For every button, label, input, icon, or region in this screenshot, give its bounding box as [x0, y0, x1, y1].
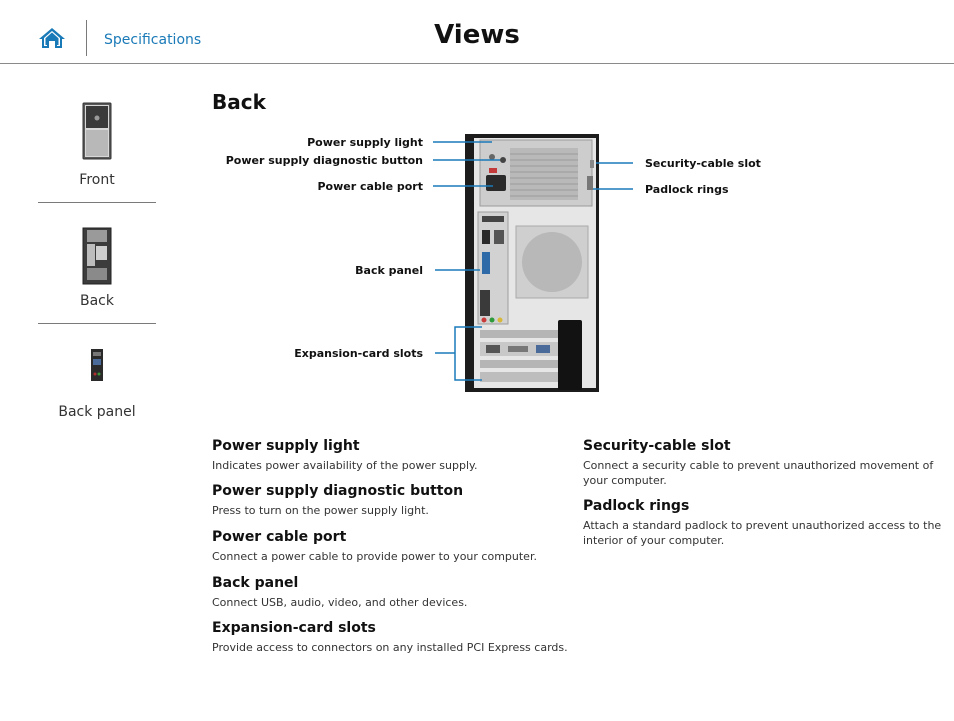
desc-title: Power supply diagnostic button [212, 483, 464, 499]
home-button[interactable] [38, 26, 66, 50]
tower-back-thumbnail [82, 227, 112, 285]
security-cable-slot [590, 160, 594, 168]
page-title: Views [434, 20, 520, 50]
callout-lines [433, 141, 633, 381]
power-supply-light [489, 154, 495, 160]
power-cable-port [486, 175, 506, 191]
sidebar-item-label: Back [80, 293, 114, 309]
sidebar-divider [38, 202, 156, 203]
desc-psu-diagnostic-button: Power supply diagnostic button Press to … [212, 483, 572, 518]
desc-title: Security-cable slot [583, 438, 731, 454]
desc-title: Expansion-card slots [212, 620, 376, 636]
tower-front-thumbnail [82, 102, 112, 160]
callout-security-cable-slot: Security-cable slot [645, 157, 761, 170]
desc-title: Back panel [212, 575, 299, 591]
psu-diagnostic-button [500, 157, 506, 163]
section-title: Back [212, 90, 266, 114]
desc-text: Indicates power availability of the powe… [212, 459, 478, 472]
desc-expansion-card-slots: Expansion-card slots Provide access to c… [212, 620, 572, 655]
expansion-card-bracket-cover [558, 320, 582, 390]
sidebar-item-front[interactable]: Front [38, 90, 156, 202]
back-panel-thumbnail [91, 349, 103, 381]
sidebar-divider [38, 323, 156, 324]
sidebar-item-back[interactable]: Back [38, 203, 156, 323]
callout-power-supply-light: Power supply light [307, 136, 423, 149]
desc-power-cable-port: Power cable port Connect a power cable t… [212, 529, 572, 564]
desc-power-supply-light: Power supply light Indicates power avail… [212, 438, 572, 473]
callout-expansion-card-slots: Expansion-card slots [294, 347, 423, 360]
sidebar-item-label: Front [79, 172, 115, 188]
callout-power-cable-port: Power cable port [317, 180, 424, 193]
sidebar: Front Back Back panel [38, 90, 156, 420]
desc-text: Press to turn on the power supply light. [212, 504, 429, 517]
desc-text: Connect a security cable to prevent unau… [583, 459, 934, 487]
specifications-link[interactable]: Specifications [104, 32, 202, 48]
header-divider [86, 20, 87, 56]
callout-psu-diagnostic-button: Power supply diagnostic button [225, 154, 423, 167]
desc-text: Connect USB, audio, video, and other dev… [212, 596, 468, 609]
expansion-card-slots-graphic [480, 330, 560, 382]
desc-text: Provide access to connectors on any inst… [212, 641, 568, 654]
desc-padlock-rings: Padlock rings Attach a standard padlock … [583, 498, 943, 548]
padlock-ring-bracket [587, 176, 593, 190]
desc-back-panel: Back panel Connect USB, audio, video, an… [212, 575, 572, 610]
desc-security-cable-slot: Security-cable slot Connect a security c… [583, 438, 943, 488]
psu-vent-grid [510, 148, 578, 200]
desc-title: Power supply light [212, 438, 360, 454]
callout-padlock-rings: Padlock rings [645, 183, 729, 196]
sidebar-item-label: Back panel [58, 404, 136, 420]
desc-text: Connect a power cable to provide power t… [212, 550, 537, 563]
desc-title: Power cable port [212, 529, 347, 545]
desc-title: Padlock rings [583, 498, 690, 514]
home-icon [39, 28, 65, 48]
desc-text: Attach a standard padlock to prevent una… [583, 519, 942, 547]
callout-back-panel: Back panel [355, 264, 423, 277]
page-header: Specifications Views [0, 0, 954, 64]
voltage-switch [489, 168, 497, 173]
sidebar-item-back-panel[interactable]: Back panel [38, 324, 156, 420]
